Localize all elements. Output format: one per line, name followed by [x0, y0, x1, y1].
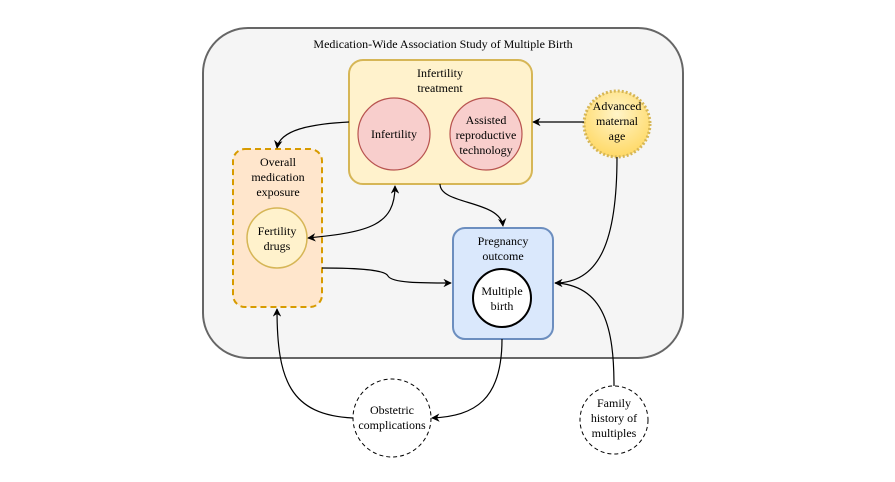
- multiple-birth-label-2: birth: [491, 299, 514, 313]
- obstetric-complications-node: Obstetric complications: [352, 378, 432, 458]
- fertility-drugs-node: Fertility drugs: [246, 207, 308, 269]
- multiple-birth-node: Multiple birth: [472, 268, 532, 328]
- edge-obstetric-to-exposure: [272, 308, 354, 419]
- multiple-birth-label-1: Multiple: [481, 284, 522, 298]
- edge-drugs-treatment-bidirectional: [307, 185, 400, 242]
- edge-outcome-to-obstetric: [431, 338, 503, 422]
- edge-family-to-outcome: [554, 282, 615, 387]
- exposure-label-3: exposure: [256, 185, 299, 199]
- infertility-label: Infertility: [371, 127, 417, 141]
- pregnancy-outcome-label-1: Pregnancy: [478, 234, 529, 248]
- art-label-1: Assisted: [466, 113, 507, 127]
- age-label-2: maternal: [596, 114, 639, 128]
- exposure-label-1: Overall: [260, 155, 297, 169]
- obstetric-label-1: Obstetric: [370, 403, 414, 417]
- edge-treatment-to-outcome: [439, 183, 507, 227]
- art-label-3: technology: [459, 143, 512, 157]
- infertility-node: Infertility: [357, 97, 431, 171]
- exposure-label-2: medication: [251, 170, 304, 184]
- infertility-treatment-label-1: Infertility: [417, 66, 463, 80]
- study-container: [202, 27, 684, 359]
- age-label-1: Advanced: [593, 99, 642, 113]
- family-history-node: Family history of multiples: [579, 385, 649, 455]
- family-history-label-1: Family: [597, 396, 631, 410]
- infertility-treatment-label-2: treatment: [417, 81, 463, 95]
- obstetric-label-2: complications: [358, 418, 426, 432]
- study-title: Medication-Wide Association Study of Mul…: [313, 37, 572, 51]
- art-label-2: reproductive: [456, 128, 517, 142]
- art-node: Assisted reproductive technology: [449, 97, 523, 171]
- fertility-drugs-label-2: drugs: [264, 239, 291, 253]
- age-label-3: age: [609, 129, 626, 143]
- edge-treatment-to-exposure: [274, 121, 350, 149]
- family-history-label-3: multiples: [592, 426, 637, 440]
- fertility-drugs-label-1: Fertility: [258, 224, 297, 238]
- family-history-label-2: history of: [591, 411, 637, 425]
- pregnancy-outcome-label-2: outcome: [482, 249, 523, 263]
- edge-exposure-to-outcome: [321, 267, 452, 288]
- edge-age-to-outcome: [554, 156, 618, 288]
- advanced-maternal-age-node: Advanced maternal age: [582, 89, 652, 159]
